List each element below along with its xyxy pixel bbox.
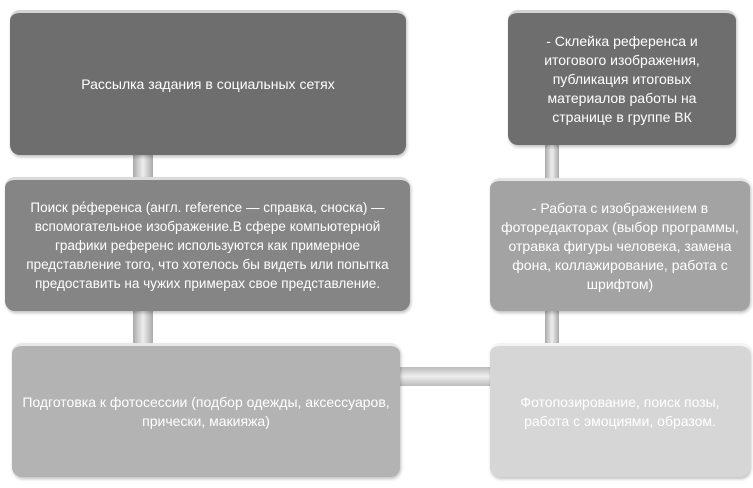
step-box-mailing: Рассылка задания в социальных сетях [10,10,406,155]
step-text: - Работа с изображением в фоторедакторах… [501,199,739,292]
connector-horizontal [398,367,493,386]
step-box-posing: Фотопозирование, поиск позы, работа с эм… [490,343,750,477]
step-box-publication: - Склейка референса и итогового изображе… [508,10,736,145]
step-text: Фотопозирование, поиск позы, работа с эм… [520,393,720,429]
step-box-photoshoot-prep: Подготовка к фотосессии (подбор одежды, … [12,343,400,477]
step-text: Рассылка задания в социальных сетях [81,75,335,92]
step-text: - Склейка референса и итогового изображе… [544,32,700,125]
step-box-reference-search: Поиск ре́ференса (англ. reference — спра… [5,177,410,311]
step-box-photo-editing: - Работа с изображением в фоторедакторах… [490,178,750,311]
step-text: Подготовка к фотосессии (подбор одежды, … [22,393,390,429]
step-text: Поиск ре́ференса (англ. reference — спра… [26,200,389,291]
